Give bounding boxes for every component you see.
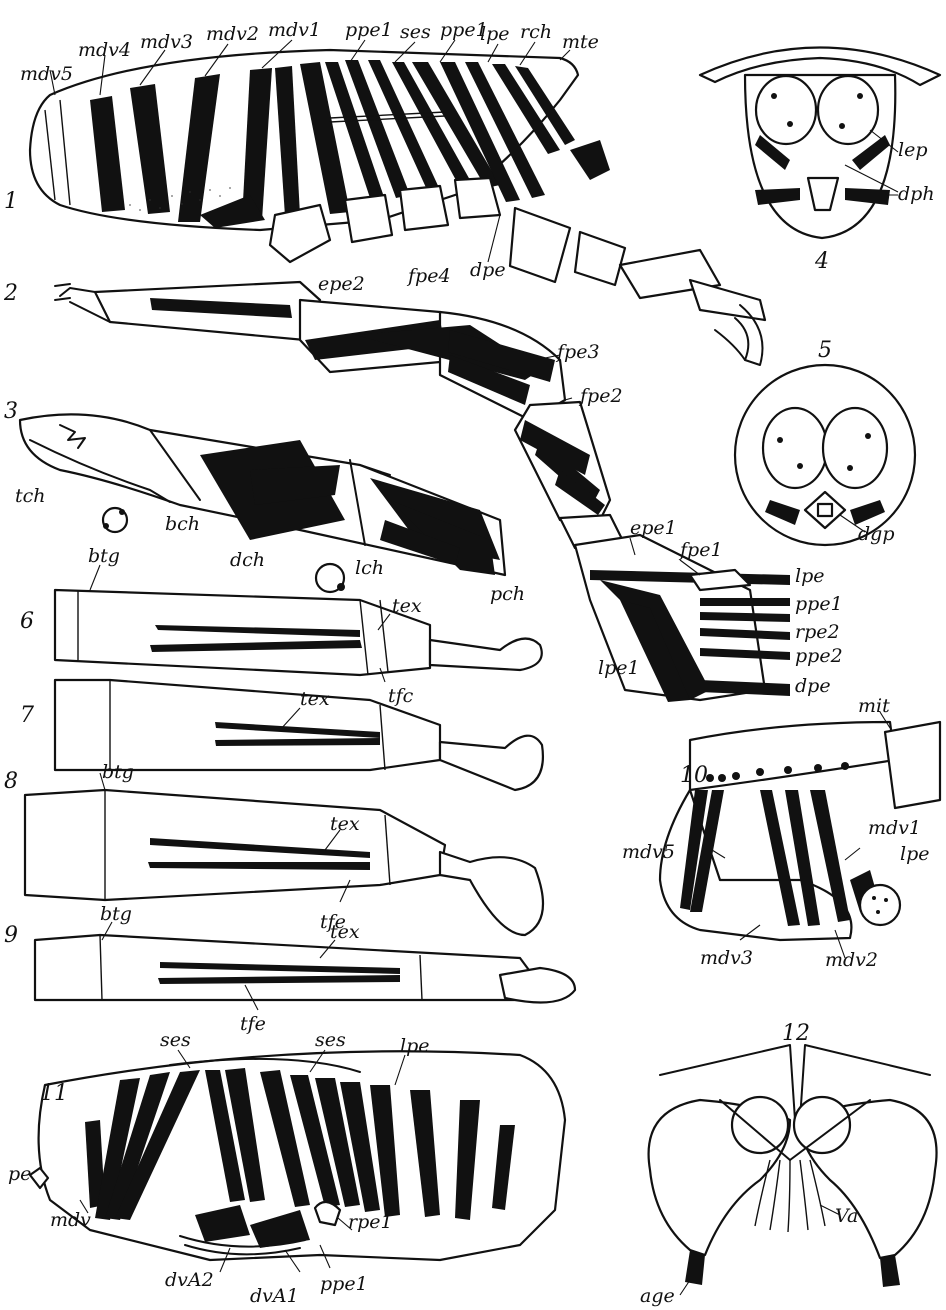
label-lch: lch <box>355 557 384 579</box>
svg-text:1: 1 <box>4 189 18 214</box>
label-dch: dch <box>230 549 265 571</box>
label-pe: pe <box>8 1163 31 1185</box>
label-tex-6: tex <box>392 595 422 617</box>
label-pch: pch <box>490 583 525 605</box>
label-lpe-2: lpe <box>795 565 824 587</box>
label-Va: Va <box>835 1205 858 1227</box>
figure-8: 8 btg tex tfe <box>4 761 543 935</box>
figure-9: 9 btg tex tfe <box>4 903 575 1035</box>
label-epe1: epe1 <box>630 517 677 539</box>
label-lpe-11: lpe <box>400 1035 429 1057</box>
label-btg-6: btg <box>88 545 120 567</box>
svg-text:9: 9 <box>4 923 18 948</box>
label-mit: mit <box>858 695 890 717</box>
label-mdv4: mdv4 <box>78 39 131 61</box>
label-mdv2: mdv2 <box>206 23 259 45</box>
label-dpe-2: dpe <box>795 675 831 697</box>
label-tfe-9: tfe <box>240 1013 266 1035</box>
label-tex-8: tex <box>330 813 360 835</box>
svg-text:5: 5 <box>818 338 832 363</box>
label-ses-11a: ses <box>160 1029 191 1051</box>
label-tex-9: tex <box>330 921 360 943</box>
svg-text:8: 8 <box>4 769 18 794</box>
label-bch: bch <box>165 513 200 535</box>
svg-text:10: 10 <box>680 763 708 788</box>
label-fpe2: fpe2 <box>578 385 623 407</box>
label-mdv1-10: mdv1 <box>868 817 921 839</box>
svg-text:7: 7 <box>20 703 34 728</box>
svg-text:11: 11 <box>40 1081 68 1106</box>
label-mdv3: mdv3 <box>140 31 193 53</box>
label-lpe-10: lpe <box>900 843 929 865</box>
label-lpe: lpe <box>480 23 509 45</box>
figure-12: 12 Va age <box>640 1021 937 1307</box>
label-ses-11b: ses <box>315 1029 346 1051</box>
label-dph: dph <box>898 183 935 205</box>
figure-4: lep dph 4 <box>700 48 940 275</box>
label-epe2: epe2 <box>318 273 365 295</box>
label-mdv5: mdv5 <box>20 63 73 85</box>
label-ses: ses <box>400 21 431 43</box>
label-btg-9: btg <box>100 903 132 925</box>
label-mdv-11: mdv <box>50 1209 91 1231</box>
svg-text:3: 3 <box>4 399 18 424</box>
label-tch: tch <box>15 485 46 507</box>
figure-7: 7 tex <box>20 680 543 790</box>
label-rpe1: rpe1 <box>348 1211 393 1233</box>
label-btg-8: btg <box>102 761 134 783</box>
label-ppe2: ppe2 <box>795 645 843 667</box>
label-ppe1-2: ppe1 <box>795 593 843 615</box>
label-fpe3: fpe3 <box>555 341 600 363</box>
label-ppe1-11: ppe1 <box>320 1273 368 1295</box>
svg-text:12: 12 <box>782 1021 810 1046</box>
figure-11: 11 ses ses lpe pe mdv dvA2 dvA1 ppe1 rpe… <box>8 1029 565 1307</box>
label-fpe1: fpe1 <box>678 539 723 561</box>
figure-5: dgp 5 <box>735 338 915 545</box>
label-dpe: dpe <box>470 259 506 281</box>
svg-text:6: 6 <box>20 609 34 634</box>
label-ppe1: ppe1 <box>345 19 393 41</box>
label-tfc: tfc <box>388 685 414 707</box>
label-fpe4: fpe4 <box>406 265 451 287</box>
label-age: age <box>640 1285 675 1307</box>
figure-10: 10 mit mdv1 lpe mdv5 mdv3 mdv2 <box>622 695 940 971</box>
svg-text:2: 2 <box>3 281 18 306</box>
label-tex-7: tex <box>300 688 330 710</box>
label-lpe1: lpe1 <box>598 657 640 679</box>
label-mdv2-10: mdv2 <box>825 949 878 971</box>
label-mte: mte <box>562 31 599 53</box>
label-dgp: dgp <box>858 523 895 545</box>
label-rch: rch <box>520 21 552 43</box>
label-mdv3-10: mdv3 <box>700 947 753 969</box>
label-dvA2: dvA2 <box>165 1269 214 1291</box>
label-mdv1: mdv1 <box>268 19 321 41</box>
label-dvA1: dvA1 <box>250 1285 299 1307</box>
label-rpe2: rpe2 <box>795 621 840 643</box>
figure-3: 3 tch bch dch lch pch <box>4 399 525 605</box>
svg-text:4: 4 <box>814 249 829 274</box>
label-lep: lep <box>898 139 927 161</box>
label-mdv5-10: mdv5 <box>622 841 675 863</box>
